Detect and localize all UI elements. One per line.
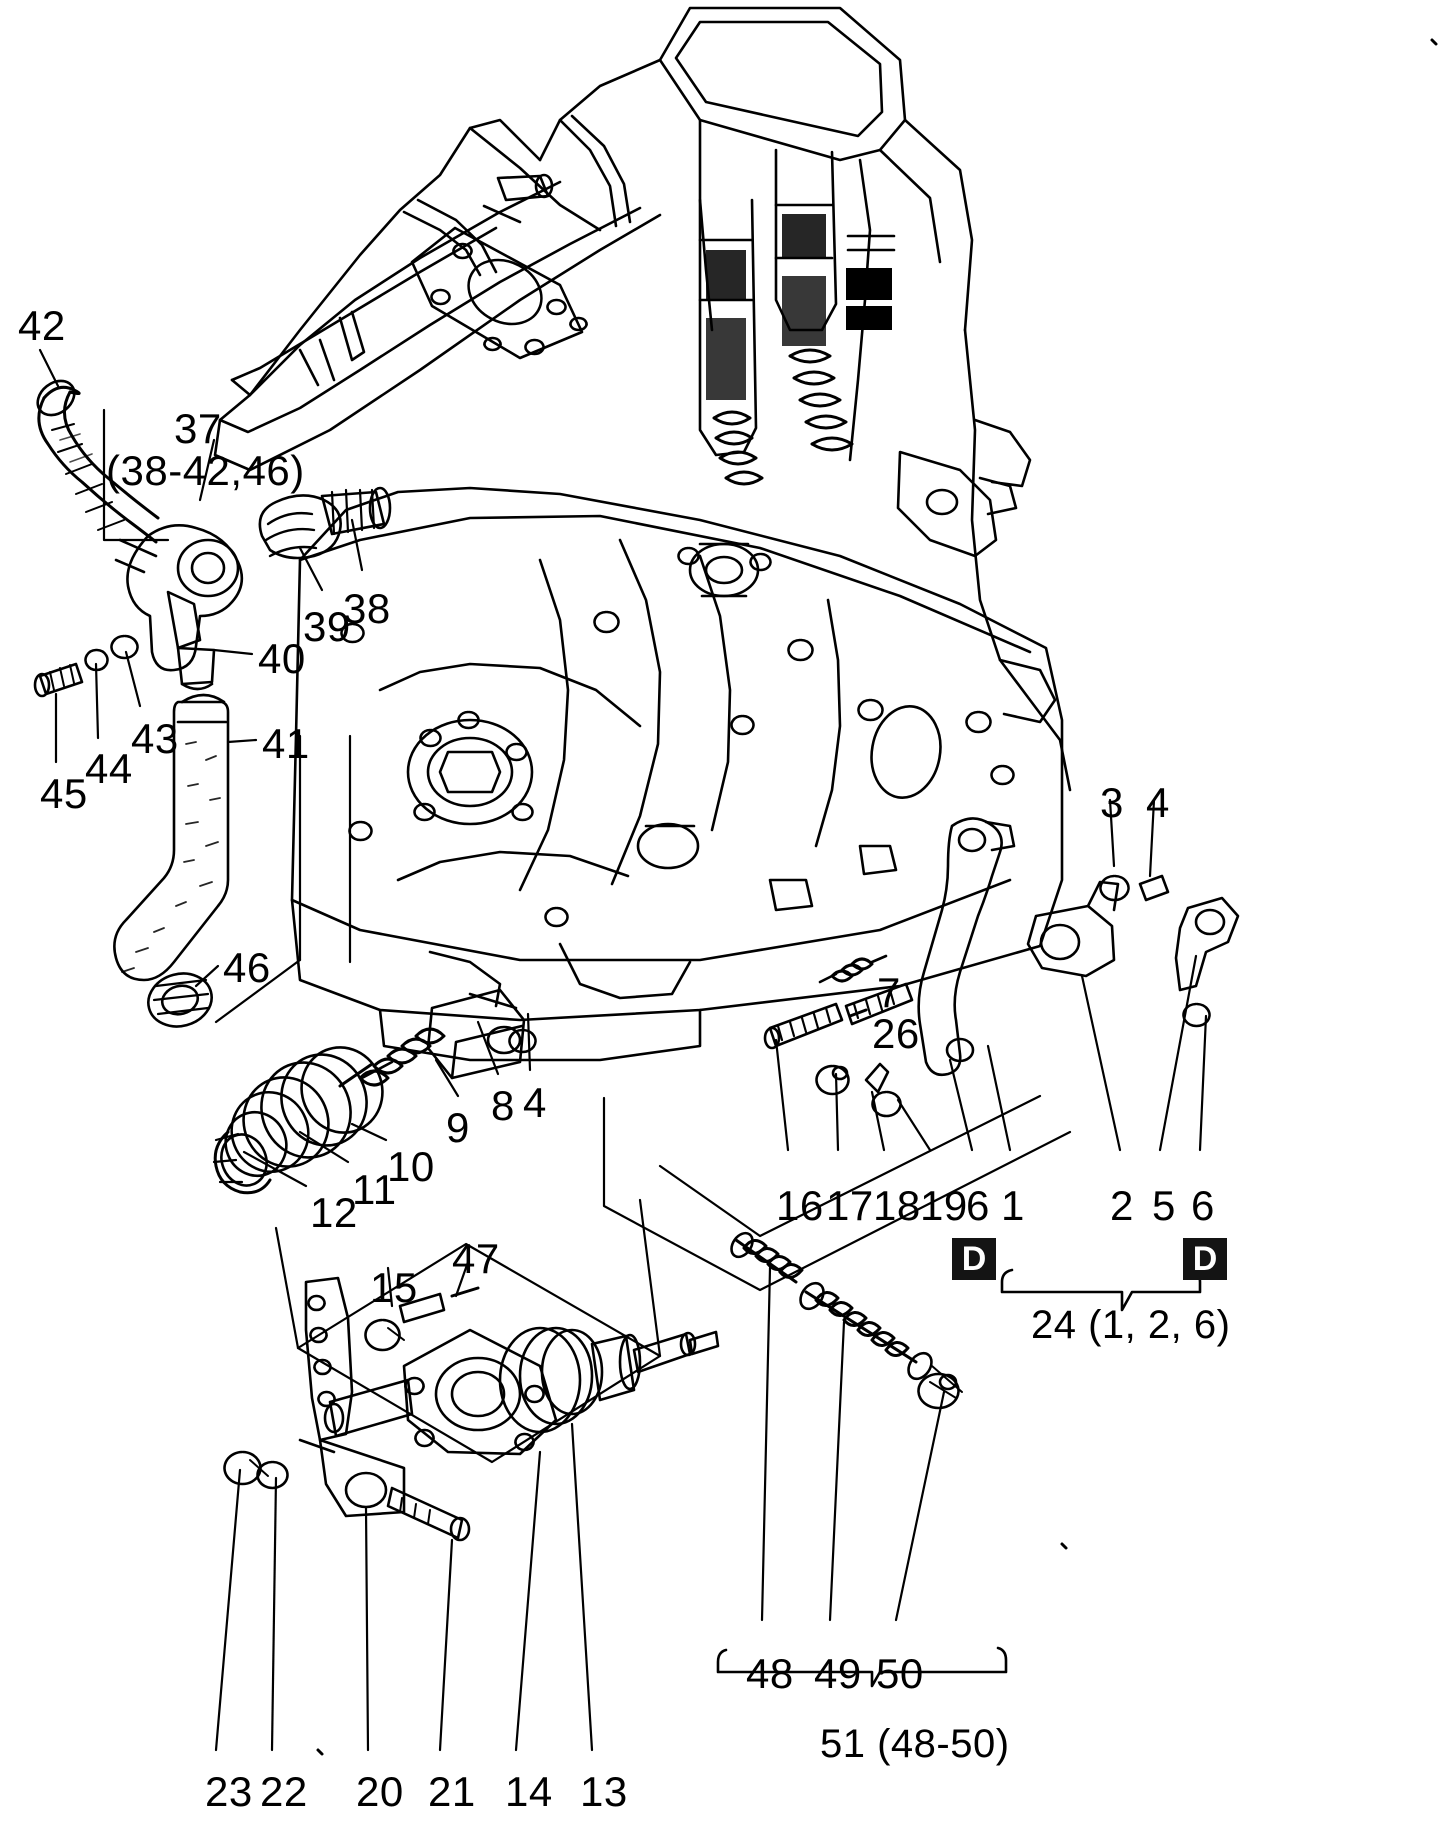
callout-13: 13 xyxy=(580,1768,628,1815)
badge-d-right: D xyxy=(1183,1238,1227,1280)
callout-24-group: 24 (1, 2, 6) xyxy=(1031,1303,1231,1347)
callout-38: 38 xyxy=(343,585,391,632)
callout-16: 16 xyxy=(776,1182,824,1229)
callout-4-right: 4 xyxy=(1146,779,1170,826)
callout-5: 5 xyxy=(1152,1182,1176,1229)
callout-9: 9 xyxy=(446,1104,470,1151)
callout-6-left: 6 xyxy=(966,1182,990,1229)
callout-46: 46 xyxy=(223,944,271,991)
callout-2: 2 xyxy=(1110,1182,1134,1229)
callout-7: 7 xyxy=(877,969,901,1016)
callout-42: 42 xyxy=(18,302,66,349)
callout-49: 49 xyxy=(814,1650,862,1697)
callout-38-42-46-group: (38-42,46) xyxy=(106,447,305,494)
callout-18: 18 xyxy=(873,1182,921,1229)
callout-21: 21 xyxy=(428,1768,476,1815)
callout-19: 19 xyxy=(920,1182,968,1229)
callout-8: 8 xyxy=(491,1082,515,1129)
callout-51-group: 51 (48-50) xyxy=(820,1722,1010,1766)
callout-6-right: 6 xyxy=(1191,1182,1215,1229)
callout-3: 3 xyxy=(1100,779,1124,826)
callout-14: 14 xyxy=(505,1768,553,1815)
callout-47: 47 xyxy=(452,1235,500,1282)
callout-39: 39 xyxy=(303,603,351,650)
callout-48: 48 xyxy=(746,1650,794,1697)
callout-17: 17 xyxy=(826,1182,874,1229)
callout-41: 41 xyxy=(262,720,310,767)
callout-23: 23 xyxy=(205,1768,253,1815)
callout-11: 11 xyxy=(352,1166,397,1213)
badge-d-left: D xyxy=(952,1238,996,1280)
callout-44: 44 xyxy=(85,745,133,792)
callout-4-left: 4 xyxy=(523,1079,547,1126)
callout-37: 37 xyxy=(174,405,222,452)
callout-12: 12 xyxy=(310,1189,358,1236)
callout-15: 15 xyxy=(370,1264,418,1311)
callout-43: 43 xyxy=(131,715,179,762)
callout-40: 40 xyxy=(258,635,306,682)
callout-22: 22 xyxy=(260,1768,308,1815)
callout-1: 1 xyxy=(1001,1182,1025,1229)
callout-10: 10 xyxy=(387,1143,435,1190)
callout-20: 20 xyxy=(356,1768,404,1815)
callout-45: 45 xyxy=(40,770,88,817)
callout-26: 26 xyxy=(872,1010,920,1057)
callout-50: 50 xyxy=(876,1650,924,1697)
